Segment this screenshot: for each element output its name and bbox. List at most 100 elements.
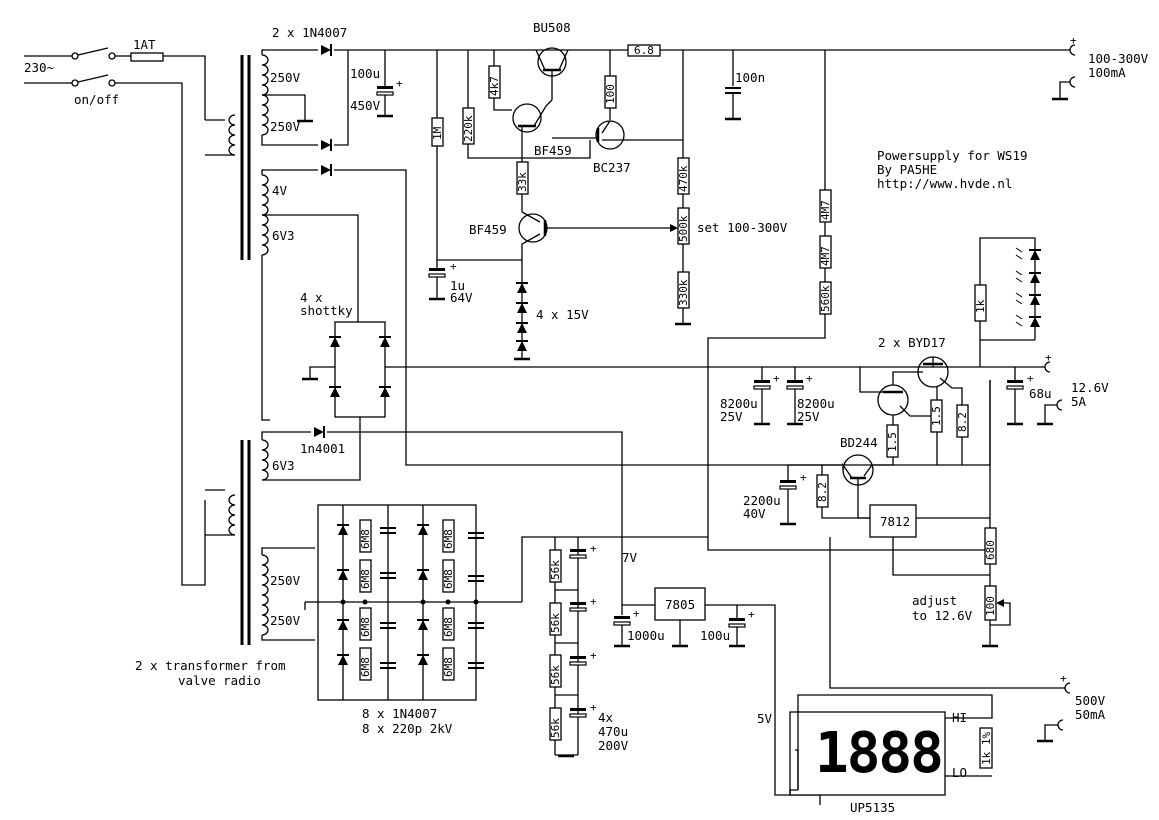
transistor-bf459-top — [512, 103, 542, 133]
svg-text:+: + — [633, 607, 640, 620]
r-6m8-1: 6M8 — [359, 529, 372, 549]
schottky-label-2: shottky — [300, 303, 353, 318]
r-6-8: 6.8 — [634, 44, 654, 57]
svg-text:+: + — [590, 542, 597, 555]
r-220k: 220k — [462, 115, 475, 142]
title-line-3: http://www.hvde.nl — [877, 176, 1012, 191]
caps-470u-label-3: 200V — [598, 738, 629, 753]
adjust-label-2: to 12.6V — [912, 608, 973, 623]
r-6m8-2: 6M8 — [359, 569, 372, 589]
byd17-label: 2 x BYD17 — [878, 335, 946, 350]
r-4m7-b: 4M7 — [819, 246, 832, 266]
r-56k-2: 56k — [549, 613, 562, 633]
transistor-byd17-b — [877, 384, 909, 416]
r-1-5-b: 1.5 — [930, 406, 943, 426]
cap-100n: 100n — [735, 70, 765, 85]
transformer-caption-1: 2 x transformer from — [135, 658, 286, 673]
caps-470u-label-1: 4x — [598, 710, 614, 725]
meter-digits: 1888 — [815, 721, 942, 786]
title-line-1: Powersupply for WS19 — [877, 148, 1028, 163]
r-1m: 1M — [431, 126, 444, 140]
cap-2200u-voltage: 40V — [743, 506, 766, 521]
lv-output-current: 5A — [1071, 394, 1087, 409]
cap-1000u: 1000u — [627, 628, 665, 643]
cap-100u-5v: 100u — [700, 628, 730, 643]
reg-7805-label: 7805 — [665, 597, 695, 612]
set-100-300v-label: set 100-300V — [697, 220, 788, 235]
svg-text:+: + — [773, 372, 780, 385]
sec-250v-a: 250V — [270, 70, 301, 85]
meter-hi-label: HI — [952, 710, 967, 725]
pot-100-label: 100 — [984, 596, 997, 616]
switch-label: on/off — [74, 92, 119, 107]
v7-label: 7V — [622, 550, 638, 565]
fuse — [130, 52, 164, 62]
transistor-bc237 — [595, 120, 625, 150]
r-560k: 560k — [819, 285, 832, 312]
svg-text:+: + — [450, 260, 457, 273]
mains-voltage-label: 230~ — [24, 60, 54, 75]
cap-1u: 1u — [450, 278, 465, 293]
bc237-label: BC237 — [593, 160, 631, 175]
pot-500k-label: 500k — [677, 215, 690, 242]
sec-4v: 4V — [272, 183, 288, 198]
schottky-label-1: 4 x — [300, 290, 323, 305]
adjust-label-1: adjust — [912, 593, 957, 608]
meter-name-label: UP5135 — [850, 800, 895, 815]
cap-1u-voltage: 64V — [450, 290, 473, 305]
r-4m7-a: 4M7 — [819, 200, 832, 220]
zeners-label: 4 x 15V — [536, 307, 589, 322]
r-8-2-a: 8.2 — [956, 412, 969, 432]
r-6m8-8: 6M8 — [442, 657, 455, 677]
svg-text:+: + — [748, 608, 755, 621]
r-6m8-5: 6M8 — [442, 529, 455, 549]
cap-8200u-b-voltage: 25V — [797, 409, 820, 424]
bu508-label: BU508 — [533, 20, 571, 35]
title-line-2: By PA5HE — [877, 162, 937, 177]
r-6m8-6: 6M8 — [442, 569, 455, 589]
bf459-top-label: BF459 — [534, 143, 572, 158]
r-100: 100 — [604, 84, 617, 104]
lv-output-voltage: 12.6V — [1071, 380, 1109, 395]
svg-text:+: + — [396, 77, 403, 90]
cap-100u-label: 100u — [350, 66, 380, 81]
lower-sec-6v3: 6V3 — [272, 458, 295, 473]
cap-8200u-b: 8200u — [797, 396, 835, 411]
svg-text:+: + — [1045, 351, 1052, 364]
svg-text:+: + — [590, 649, 597, 662]
r-4k7: 4k7 — [488, 76, 501, 96]
sec-6v3: 6V3 — [272, 228, 295, 243]
svg-text:+: + — [590, 701, 597, 714]
r-6m8-3: 6M8 — [359, 617, 372, 637]
r-330k: 330k — [677, 279, 690, 306]
r-470k: 470k — [677, 165, 690, 192]
regulator-7812 — [869, 504, 917, 538]
r-8-2-b: 8.2 — [816, 482, 829, 502]
panel-meter-up5135 — [789, 711, 946, 796]
svg-text:+: + — [800, 471, 807, 484]
svg-text:+: + — [1060, 672, 1067, 685]
upper-diodes-label: 2 x 1N4007 — [272, 25, 347, 40]
lower-sec-250v-a: 250V — [270, 573, 301, 588]
r-680: 680 — [984, 540, 997, 560]
r-33k: 33k — [516, 172, 529, 192]
voltage-multiplier: 6M8 6M8 6M8 6M8 6M8 6M8 6M8 6M8 — [304, 504, 708, 701]
hv500-output-voltage: 500V — [1075, 693, 1106, 708]
cap-68u: 68u — [1029, 386, 1052, 401]
r-6m8-4: 6M8 — [359, 657, 372, 677]
fuse-label: 1AT — [133, 37, 156, 52]
hv500-output-current: 50mA — [1075, 707, 1106, 722]
cap-8200u-a-voltage: 25V — [720, 409, 743, 424]
bf459-mid-label: BF459 — [469, 222, 507, 237]
r-56k-1: 56k — [549, 560, 562, 580]
schottky-bridge — [334, 321, 386, 418]
v5-label: 5V — [757, 711, 773, 726]
mains-input: 230~ on/off 1AT — [24, 37, 225, 586]
svg-text:+: + — [1027, 372, 1034, 385]
multiplier-diodes-label: 8 x 1N4007 — [362, 706, 437, 721]
cap-2200u: 2200u — [743, 493, 781, 508]
svg-text:+: + — [590, 595, 597, 608]
r-1k: 1k — [974, 299, 987, 313]
cap-8200u-a: 8200u — [720, 396, 758, 411]
